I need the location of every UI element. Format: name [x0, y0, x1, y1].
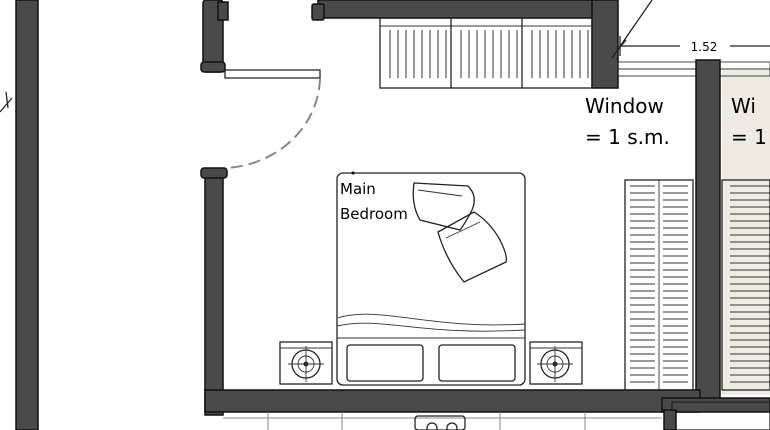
door-swing-arc — [224, 77, 321, 169]
shutter-right — [721, 179, 770, 391]
center-pillar — [695, 59, 721, 401]
bottom-wall — [204, 389, 701, 413]
top-wall — [317, 0, 611, 19]
nightstand-left — [279, 341, 333, 385]
bed-marker — [351, 171, 355, 175]
bottom-right-post — [663, 409, 677, 430]
window-area: = 1 s.m. — [585, 125, 670, 149]
pillow-2 — [437, 211, 508, 283]
left-wall-tick-2 — [5, 91, 9, 109]
bottom-right-frame — [661, 397, 770, 413]
wardrobe — [379, 17, 593, 89]
sink-drain-2 — [446, 422, 458, 430]
left-exterior-wall — [15, 0, 39, 430]
room-name-line1: Main — [340, 180, 376, 198]
sink — [414, 415, 466, 430]
sink-drain-1 — [426, 422, 438, 430]
double-bed — [336, 171, 526, 386]
nightstand-right — [529, 341, 583, 385]
pillow-4 — [438, 344, 516, 382]
left-upper-wall-cap — [200, 61, 226, 73]
upper-partition — [224, 69, 321, 79]
shutter-left — [624, 179, 694, 391]
dimension-label: 1.52 — [691, 40, 718, 54]
left-upper-jamb — [217, 1, 229, 21]
top-wall-jamb — [311, 3, 325, 21]
window2-area: = 1 — [731, 125, 767, 149]
left-lower-wall-cap — [200, 167, 228, 179]
window2-title: Wi — [731, 94, 756, 118]
right-upper-wall — [591, 0, 619, 89]
pillow-1 — [412, 182, 475, 231]
pillow-3 — [346, 344, 424, 382]
balcony-floor — [722, 70, 770, 395]
dimension-line: 1.52 — [611, 0, 770, 59]
left-lower-wall — [204, 169, 224, 416]
window-title: Window — [585, 94, 664, 118]
left-wall-tick — [0, 97, 13, 113]
room-name-line2: Bedroom — [340, 205, 408, 223]
